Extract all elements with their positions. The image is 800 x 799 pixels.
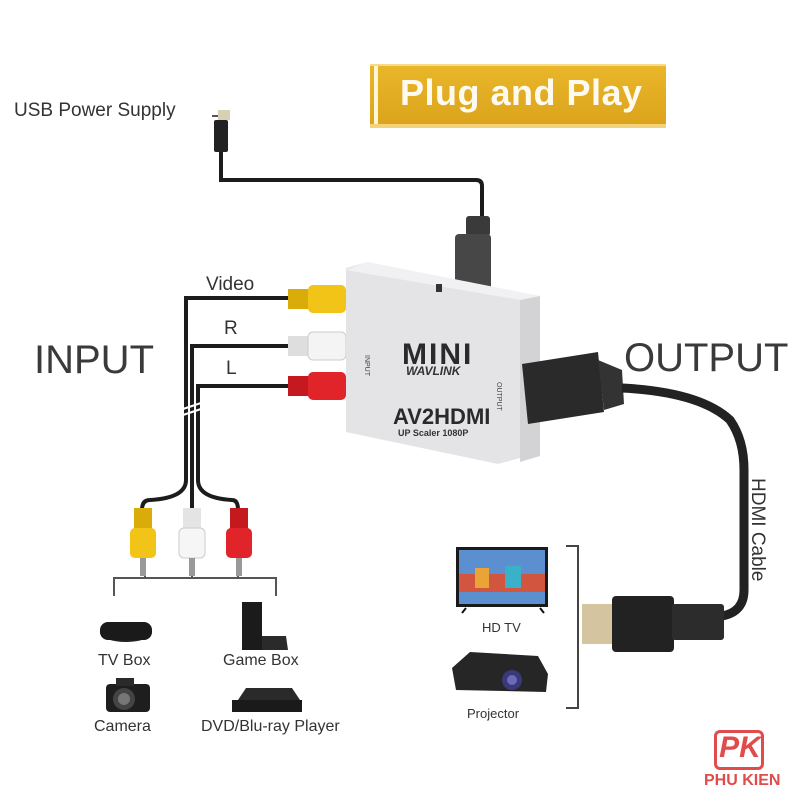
rca-plug-video-icon	[288, 285, 346, 313]
usb-power-supply-label: USB Power Supply	[14, 100, 176, 121]
converter-input-port-label: INPUT	[363, 355, 370, 376]
rca-plug-red-down-icon	[226, 508, 252, 576]
cable-break-mark	[179, 401, 205, 417]
camera-icon	[106, 678, 150, 712]
brand-logo-name: PHU KIEN	[704, 772, 781, 789]
micro-usb-plug-icon	[455, 234, 491, 294]
hd-tv-icon	[456, 547, 548, 614]
device-label-projector: Projector	[467, 706, 520, 721]
converter-model-text: AV2HDMI	[393, 404, 491, 429]
game-console-icon	[242, 602, 288, 650]
converter-output-port-label: OUTPUT	[495, 382, 502, 411]
dvd-player-icon	[232, 688, 302, 712]
micro-usb-strain-relief	[466, 216, 490, 236]
channel-label-video: Video	[206, 274, 255, 295]
projector-icon	[452, 652, 548, 692]
hdmi-plug-converter-icon	[522, 352, 624, 424]
tv-box-icon	[100, 622, 152, 642]
rca-plug-right-icon	[288, 331, 347, 361]
rca-plug-white-down-icon	[178, 508, 206, 576]
hdmi-cable-label: HDMI Cable	[747, 478, 768, 582]
input-bracket	[113, 576, 277, 596]
hdmi-plug-end-icon	[582, 596, 724, 652]
hdmi-cable	[621, 383, 749, 621]
banner-title: Plug and Play	[400, 72, 643, 113]
channel-label-right: R	[224, 318, 238, 339]
device-label-dvd-player: DVD/Blu-ray Player	[201, 718, 340, 735]
device-label-camera: Camera	[94, 718, 151, 735]
brand-logo-frame	[714, 730, 764, 770]
output-bracket	[566, 545, 579, 709]
converter-subtitle-text: UP Scaler 1080P	[398, 428, 469, 438]
rca-plug-left-icon	[288, 372, 346, 400]
channel-label-left: L	[226, 358, 237, 379]
usb-plug-body	[214, 120, 228, 152]
rca-cable-bundle	[140, 296, 290, 511]
rca-plug-yellow-down-icon	[130, 508, 156, 576]
output-title: OUTPUT	[624, 336, 789, 380]
device-label-hd-tv: HD TV	[482, 620, 521, 635]
banner-stripe	[374, 66, 378, 124]
usb-plug-icon	[218, 110, 230, 120]
brand-logo-pk: PK	[719, 731, 761, 764]
usb-power-cable	[219, 152, 484, 218]
device-label-tv-box: TV Box	[98, 652, 151, 669]
input-title: INPUT	[34, 338, 154, 382]
plug-and-play-banner: Plug and Play	[370, 64, 666, 128]
converter-mini-text: MINI	[402, 338, 474, 371]
device-label-game-box: Game Box	[223, 652, 299, 669]
converter-brand-text: WAVLINK	[406, 364, 461, 378]
